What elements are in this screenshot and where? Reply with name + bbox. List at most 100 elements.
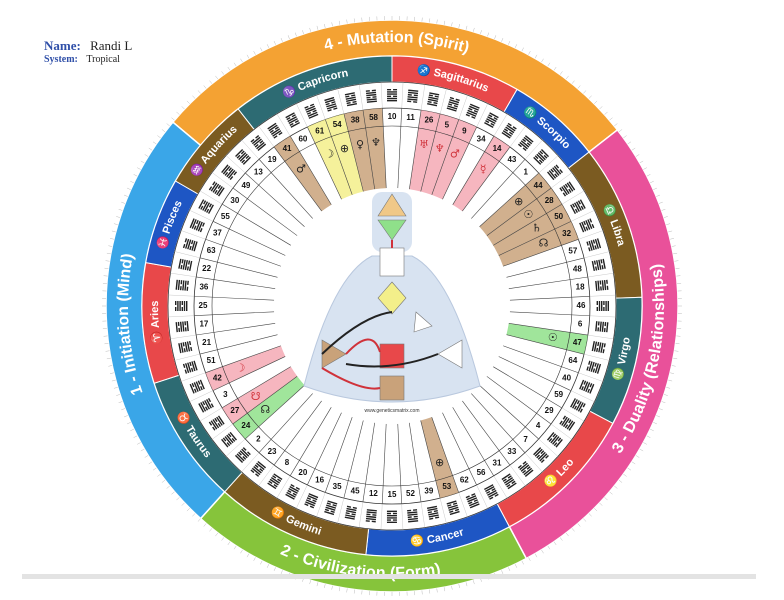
- gate-number: 8: [285, 458, 290, 467]
- gate-number: 24: [241, 421, 250, 430]
- hex-divider: [296, 103, 308, 128]
- degree-tick: [646, 435, 651, 438]
- planet-glyph: ♂: [450, 147, 460, 160]
- degree-tick: [233, 62, 237, 67]
- hexagram-glyph: [189, 379, 205, 394]
- hexagram-glyph: [175, 279, 189, 291]
- degree-tick: [501, 570, 504, 575]
- degree-tick: [253, 51, 256, 55]
- degree-tick: [658, 408, 663, 411]
- root-center: [379, 375, 405, 401]
- degree-tick: [209, 80, 213, 84]
- degree-tick: [121, 201, 126, 204]
- hexagram-glyph: [344, 505, 357, 520]
- gate-highlight: [486, 204, 572, 259]
- degree-tick: [106, 252, 111, 255]
- gate-number: 35: [333, 482, 342, 491]
- degree-tick: [152, 467, 157, 471]
- degree-tick: [508, 567, 511, 572]
- solar-plexus-center: [437, 339, 463, 369]
- degree-tick: [171, 491, 175, 495]
- gate-divider: [221, 366, 291, 409]
- hexagram-glyph: [208, 415, 225, 431]
- degree-tick: [650, 428, 654, 432]
- hexagram-glyph: [407, 89, 419, 103]
- degree-tick: [663, 394, 668, 396]
- gate-divider: [307, 412, 342, 486]
- degree-tick: [487, 32, 489, 37]
- degree-tick: [106, 357, 111, 360]
- degree-tick: [594, 508, 598, 512]
- degree-tick: [588, 95, 592, 99]
- gate-number: 59: [554, 390, 563, 399]
- degree-tick: [547, 62, 551, 67]
- gate-number: 44: [534, 181, 543, 190]
- hex-divider: [199, 407, 223, 422]
- degree-tick: [618, 129, 623, 133]
- degree-tick: [547, 545, 551, 550]
- hex-divider: [174, 251, 200, 259]
- gate-divider: [471, 393, 526, 453]
- planet-glyph: ⊕: [340, 142, 349, 155]
- hexagram-glyph: [546, 431, 563, 448]
- hex-divider: [561, 190, 585, 205]
- degree-tick: [565, 75, 569, 80]
- hexagram-glyph: [324, 96, 338, 112]
- gate-number: 33: [507, 447, 516, 456]
- degree-tick: [109, 372, 114, 374]
- gate-number: 2: [256, 435, 261, 444]
- gate-divider: [205, 238, 282, 267]
- degree-tick: [521, 560, 524, 565]
- hexagram-glyph: [579, 218, 595, 233]
- hexagram-glyph: [365, 509, 377, 523]
- hexagram-glyph: [250, 460, 267, 477]
- hex-divider: [168, 294, 195, 297]
- gate-divider: [196, 276, 276, 289]
- gate-number: 29: [545, 406, 554, 415]
- planet-glyph: ☽: [324, 147, 334, 160]
- degree-tick: [113, 387, 118, 389]
- degree-tick: [246, 553, 250, 558]
- hex-divider: [584, 353, 610, 361]
- hex-divider: [587, 334, 614, 340]
- hex-divider: [241, 139, 260, 160]
- gate-divider: [506, 257, 585, 278]
- gate-number: 17: [199, 320, 208, 329]
- hex-divider: [584, 251, 610, 259]
- hex-divider: [181, 372, 206, 382]
- degree-tick: [118, 401, 123, 403]
- hexagram-glyph: [234, 447, 251, 463]
- hexagram-glyph: [446, 96, 460, 112]
- gate-number: 61: [315, 126, 324, 135]
- degree-tick: [674, 260, 679, 262]
- hex-divider: [538, 155, 559, 174]
- hexagram-glyph: [407, 509, 419, 523]
- hexagram-glyph: [465, 493, 480, 509]
- gate-divider: [382, 108, 387, 189]
- gate-number: 5: [445, 120, 450, 129]
- gate-divider: [502, 345, 579, 374]
- hexagram-glyph: [596, 301, 610, 312]
- hex-divider: [578, 230, 603, 240]
- gate-divider: [498, 221, 572, 256]
- degree-tick: [181, 502, 185, 506]
- degree-tick: [144, 455, 149, 458]
- gate-number: 40: [562, 373, 571, 382]
- hex-divider: [316, 492, 326, 517]
- degree-tick: [227, 66, 231, 71]
- degree-tick: [108, 245, 113, 247]
- degree-tick: [604, 497, 608, 501]
- degree-tick: [105, 350, 110, 352]
- gate-divider: [362, 110, 376, 190]
- hexagram-glyph: [175, 321, 189, 333]
- gate-divider: [194, 311, 275, 316]
- degree-tick: [443, 587, 446, 592]
- degree-tick: [458, 23, 460, 28]
- channel: [321, 367, 381, 390]
- degree-tick: [309, 27, 311, 32]
- degree-tick: [331, 22, 333, 27]
- gate-divider: [289, 135, 332, 205]
- degree-tick: [260, 47, 263, 52]
- degree-tick: [346, 588, 348, 593]
- gate-divider: [381, 423, 387, 504]
